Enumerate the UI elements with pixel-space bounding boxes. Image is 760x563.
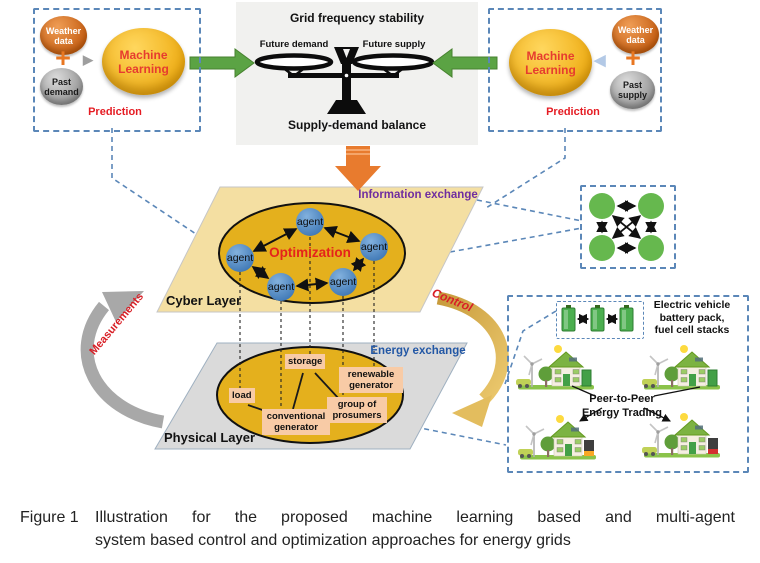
- agent-node-bottom-right: agent: [329, 268, 357, 296]
- orange-down-arrow: [335, 146, 381, 191]
- optimization-label: Optimization: [269, 245, 351, 260]
- agent-label: agent: [360, 241, 388, 253]
- machine-learning-right-label: Machine Learning: [525, 48, 576, 77]
- past-demand-label: Past demand: [44, 76, 79, 97]
- weather-data-left-label: Weather data: [45, 25, 82, 46]
- battery-stripe: [584, 451, 594, 456]
- house-battery: [581, 369, 592, 387]
- graph-node: [589, 193, 615, 219]
- p2p-line2: Energy Trading: [581, 406, 663, 419]
- weather-data-right-label: Weather data: [617, 24, 654, 45]
- weather-data-right: Weather data: [612, 15, 659, 54]
- ev-battery-label: Electric vehicle battery pack, fuel cell…: [642, 299, 742, 337]
- house-battery: [707, 369, 718, 387]
- control-arrow: [436, 291, 509, 427]
- past-supply-label: Past supply: [617, 80, 647, 100]
- energy-exchange-label: Energy exchange: [370, 345, 466, 357]
- past-supply-circle: Past supply: [610, 71, 655, 109]
- measurements-arrow: [80, 291, 165, 429]
- prediction-box-right: [488, 8, 662, 132]
- node-graph-box: [580, 185, 676, 269]
- ev-battery-icons: [561, 305, 634, 332]
- connector-cyber-nodegraph-2: [449, 227, 583, 253]
- component-storage: storage: [285, 354, 326, 370]
- prediction-box-left: [33, 8, 201, 132]
- agent-node-top: agent: [296, 208, 324, 236]
- machine-learning-right: Machine Learning: [509, 29, 592, 96]
- agent-node-right: agent: [360, 233, 388, 261]
- graph-node: [638, 193, 664, 219]
- balance-pan-right: [351, 53, 435, 71]
- figure-caption: Figure 1 Illustration for the proposed ma…: [20, 506, 736, 552]
- ev-battery-line3: fuel cell stacks: [654, 324, 730, 336]
- information-exchange-label: Information exchange: [358, 189, 478, 201]
- graph-node: [589, 235, 615, 261]
- connector-right-prediction-cyber: [485, 128, 566, 209]
- component-group-of-prosumers: group of prosumers: [327, 397, 387, 424]
- connector-cyber-nodegraph-1: [476, 199, 583, 222]
- multiagent-node-graph: [589, 193, 664, 261]
- balance-title: Grid frequency stability: [289, 11, 425, 25]
- caption-line2: system based control and optimization ap…: [95, 532, 571, 549]
- component-conventional-generator: conventional generator: [262, 409, 330, 436]
- green-arrow-left: [189, 48, 255, 78]
- balance-subtitle: Supply-demand balance: [287, 118, 427, 132]
- physical-layer-name: Physical Layer: [164, 430, 256, 445]
- house-battery-dark: [584, 440, 594, 456]
- p2p-houses: [515, 344, 721, 461]
- past-demand-circle: Past demand: [40, 68, 83, 105]
- p2p-line1: Peer-to-Peer: [589, 393, 655, 405]
- cyber-layer-name: Cyber Layer: [166, 293, 242, 308]
- examples-box: [507, 295, 749, 473]
- machine-learning-left: Machine Learning: [102, 28, 185, 95]
- figure-number: Figure 1: [20, 509, 79, 526]
- chevron-left-icon: ◀: [594, 52, 606, 69]
- future-supply-label: Future supply: [362, 39, 426, 50]
- plus-icon: +: [625, 43, 641, 73]
- agent-label: agent: [296, 216, 324, 228]
- agent-links: [251, 225, 367, 292]
- machine-learning-left-label: Machine Learning: [118, 47, 169, 76]
- ev-battery-line1: Electric vehicle: [653, 299, 731, 311]
- plus-icon: +: [55, 43, 71, 73]
- component-load: load: [229, 388, 255, 404]
- ev-battery-line2: battery pack,: [659, 311, 725, 324]
- house-battery-dark: [708, 438, 718, 454]
- connector-left-prediction-cyber: [111, 128, 239, 263]
- p2p-trading-label: Peer-to-Peer Energy Trading: [558, 393, 686, 420]
- agent-label: agent: [329, 276, 357, 288]
- agent-node-bottom-left: agent: [267, 273, 295, 301]
- connector-battery-examples: [504, 310, 557, 385]
- p2p-pointer-lines: [571, 385, 701, 422]
- weather-data-left: Weather data: [40, 16, 87, 55]
- graph-node: [638, 235, 664, 261]
- agent-label: agent: [267, 281, 295, 293]
- future-demand-label: Future demand: [259, 39, 329, 50]
- agent-label: agent: [226, 252, 254, 264]
- prediction-left-label: Prediction: [88, 106, 142, 118]
- caption-line1: Illustration for the proposed machine le…: [95, 509, 735, 526]
- balance-pan-left: [254, 53, 334, 71]
- prediction-right-label: Prediction: [546, 106, 600, 118]
- chevron-right-icon: ▶: [83, 52, 93, 67]
- component-renewable-generator: renewable generator: [339, 367, 403, 394]
- balance-scale: [254, 47, 435, 114]
- ev-battery-box: [556, 301, 644, 339]
- battery-stripe: [708, 449, 718, 454]
- agent-node-left: agent: [226, 244, 254, 272]
